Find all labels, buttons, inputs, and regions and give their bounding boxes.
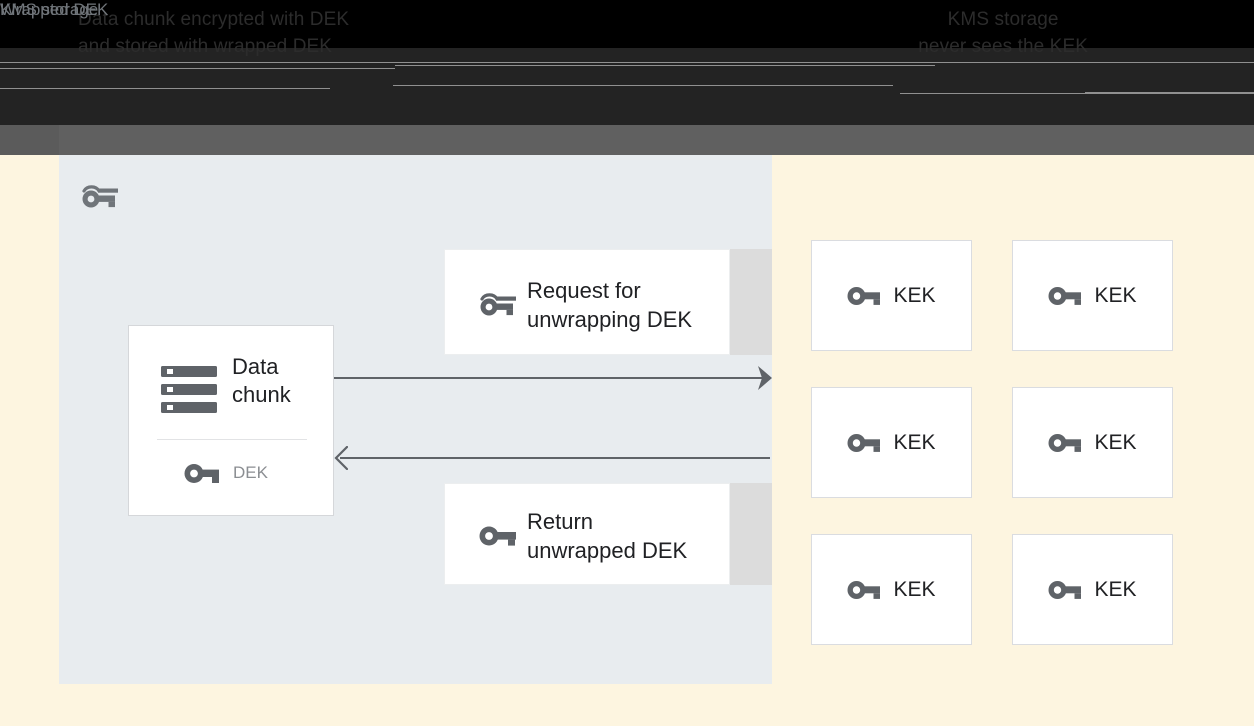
kek-card[interactable]: KEK (1012, 240, 1173, 351)
key-icon (847, 578, 881, 602)
kek-card-grid: KEK KEK KEK (811, 240, 1173, 645)
request-arrow-line (334, 377, 766, 379)
top-grey-bar-left-edge (0, 125, 59, 155)
header-right-caption: KMS storage never sees the KEK (918, 9, 1088, 57)
kek-label: KEK (893, 283, 936, 307)
return-message-card[interactable]: Return unwrapped DEK (444, 483, 730, 585)
kek-label: KEK (1094, 577, 1137, 601)
data-chunk-card[interactable]: Data chunk DEK (128, 325, 334, 516)
client-panel-title: Wrapped DEK (0, 0, 109, 19)
arrow-right-icon (758, 366, 772, 390)
return-arrow-line (340, 457, 770, 459)
key-icon (847, 284, 881, 308)
kek-label: KEK (893, 430, 936, 454)
kms-panel-title: KMS storage (0, 0, 99, 19)
kek-card[interactable]: KEK (1012, 387, 1173, 498)
storage-chunk-icon (161, 366, 217, 413)
request-card-shadow-strip (730, 249, 772, 355)
key-icon (1048, 431, 1082, 455)
header-band (0, 48, 1254, 125)
top-grey-bar (0, 125, 1254, 155)
request-message-card[interactable]: Request for unwrapping DEK (444, 249, 730, 355)
kek-card[interactable]: KEK (811, 240, 972, 351)
kek-card[interactable]: KEK (1012, 534, 1173, 645)
header-left-caption: Data chunk encrypted with DEK and stored… (78, 9, 350, 57)
key-icon (478, 520, 518, 550)
request-message-label: Request for unwrapping DEK (527, 278, 693, 332)
kek-label: KEK (1094, 430, 1137, 454)
data-card-divider (157, 439, 307, 440)
wrapped-key-icon (80, 180, 120, 210)
key-icon (847, 431, 881, 455)
kek-label: KEK (893, 577, 936, 601)
return-card-shadow-strip (730, 483, 772, 585)
wrapped-key-icon (478, 288, 518, 318)
kek-card[interactable]: KEK (811, 387, 972, 498)
key-icon (184, 461, 220, 486)
return-message-label: Return unwrapped DEK (527, 509, 688, 563)
key-icon (1048, 578, 1082, 602)
kek-label: KEK (1094, 283, 1137, 307)
key-icon (1048, 284, 1082, 308)
arrow-left-icon (334, 445, 349, 471)
dek-label: DEK (233, 463, 268, 482)
top-black-bar (0, 0, 1254, 48)
kek-card[interactable]: KEK (811, 534, 972, 645)
data-chunk-label: Data chunk (232, 354, 291, 407)
